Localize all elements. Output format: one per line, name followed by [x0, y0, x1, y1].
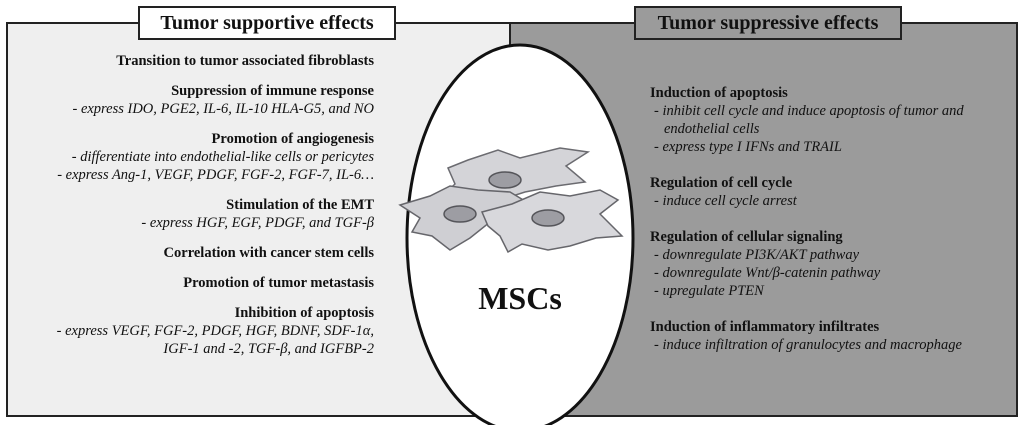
- effect-heading: Induction of inflammatory infiltrates: [650, 319, 880, 335]
- effect-item: - express HGF, EGF, PDGF, and TGF-β: [141, 215, 374, 231]
- effect-item: - express Ang-1, VEGF, PDGF, FGF-2, FGF-…: [57, 167, 374, 183]
- effect-heading: Inhibition of apoptosis: [234, 305, 374, 321]
- effect-heading: Stimulation of the EMT: [226, 197, 374, 213]
- effect-heading: Transition to tumor associated fibroblas…: [116, 53, 374, 69]
- effect-item: - inhibit cell cycle and induce apoptosi…: [654, 103, 964, 119]
- effect-heading: Regulation of cellular signaling: [650, 229, 843, 245]
- cell-icon: [480, 189, 624, 254]
- effect-group: Inhibition of apoptosis - express VEGF, …: [8, 304, 374, 358]
- tumor-suppressive-title: Tumor suppressive effects: [634, 6, 902, 40]
- effect-heading: Promotion of tumor metastasis: [183, 275, 374, 291]
- effect-heading: Induction of apoptosis: [650, 85, 788, 101]
- supportive-effects-list: Transition to tumor associated fibroblas…: [8, 52, 374, 370]
- effect-group: Regulation of cell cycle - induce cell c…: [650, 174, 1020, 210]
- effect-group: Correlation with cancer stem cells: [8, 244, 374, 262]
- msc-label: MSCs: [478, 280, 562, 316]
- effect-item-continued: endothelial cells: [664, 121, 760, 137]
- effect-item: - express IDO, PGE2, IL-6, IL-10 HLA-G5,…: [72, 101, 374, 117]
- effect-group: Suppression of immune response - express…: [8, 82, 374, 118]
- tumor-supportive-title: Tumor supportive effects: [138, 6, 396, 40]
- effect-item: - express VEGF, FGF-2, PDGF, HGF, BDNF, …: [56, 323, 374, 339]
- suppressive-effects-list: Induction of apoptosis - inhibit cell cy…: [650, 84, 1020, 366]
- effect-item: - induce infiltration of granulocytes an…: [654, 337, 962, 353]
- effect-group: Stimulation of the EMT - express HGF, EG…: [8, 196, 374, 232]
- effect-group: Promotion of angiogenesis - differentiat…: [8, 130, 374, 184]
- effect-heading: Promotion of angiogenesis: [211, 131, 374, 147]
- effect-item: - express type I IFNs and TRAIL: [654, 139, 842, 155]
- effect-heading: Correlation with cancer stem cells: [163, 245, 374, 261]
- effect-heading: Regulation of cell cycle: [650, 175, 793, 191]
- effect-group: Promotion of tumor metastasis: [8, 274, 374, 292]
- effect-group: Transition to tumor associated fibroblas…: [8, 52, 374, 70]
- effect-item: - induce cell cycle arrest: [654, 193, 797, 209]
- effect-heading: Suppression of immune response: [171, 83, 374, 99]
- effect-group: Induction of inflammatory infiltrates - …: [650, 318, 1020, 354]
- effect-group: Regulation of cellular signaling - downr…: [650, 228, 1020, 300]
- effect-item: - differentiate into endothelial-like ce…: [71, 149, 374, 165]
- effect-item: IGF-1 and -2, TGF-β, and IGFBP-2: [163, 341, 374, 357]
- effect-group: Induction of apoptosis - inhibit cell cy…: [650, 84, 1020, 156]
- effect-item: - downregulate PI3K/AKT pathway: [654, 247, 860, 263]
- effect-item: - upregulate PTEN: [654, 283, 764, 299]
- effect-item: - downregulate Wnt/β-catenin pathway: [654, 265, 881, 281]
